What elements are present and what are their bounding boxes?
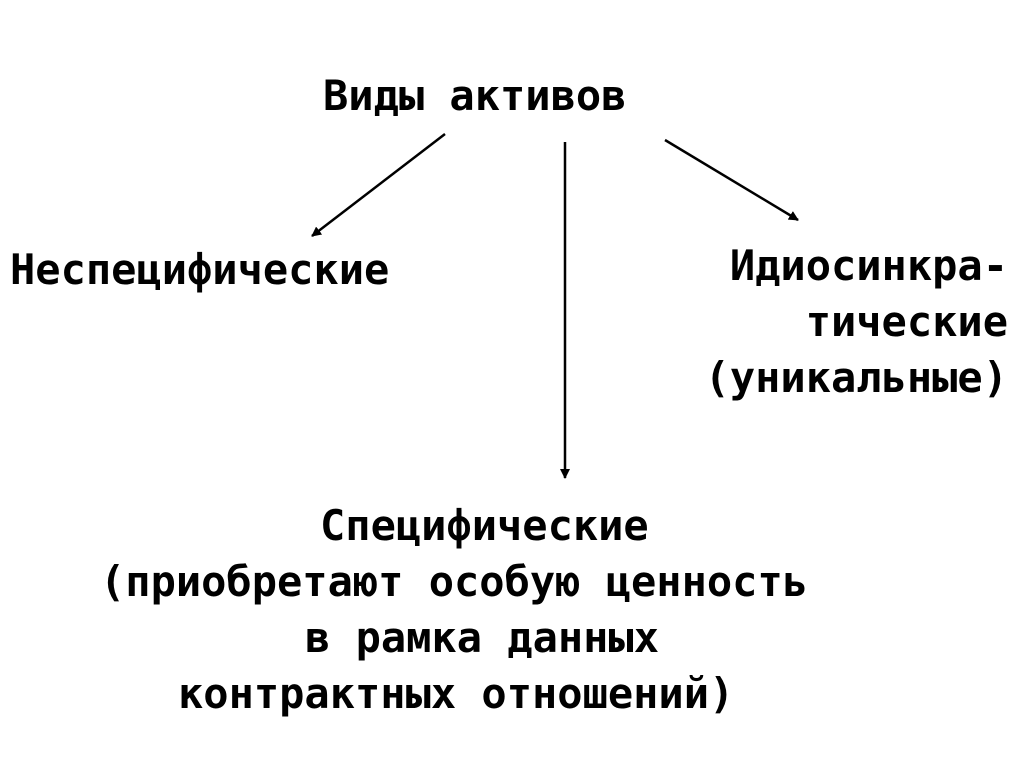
nonspecific-node: Неспецифические [10, 245, 390, 294]
specific-line: контрактных отношений) [178, 669, 735, 718]
specific-line: (приобретают особую ценность [100, 557, 809, 606]
root-node: Виды активов [323, 71, 627, 120]
idiosyncratic-line: Идиосинкра- [729, 241, 1008, 290]
idiosyncratic-line: тические [805, 297, 1008, 346]
idiosyncratic-line: (уникальные) [704, 353, 1008, 402]
idiosyncratic-node: Идиосинкра- тические (уникальные) [640, 238, 1008, 406]
arrow-to-nonspecific [311, 133, 446, 237]
arrow-to-idiosyncratic [664, 138, 799, 222]
specific-line: в рамка данных [305, 613, 660, 662]
specific-node: Специфические (приобретают особую ценнос… [100, 498, 808, 722]
specific-line: Специфические [320, 501, 649, 550]
